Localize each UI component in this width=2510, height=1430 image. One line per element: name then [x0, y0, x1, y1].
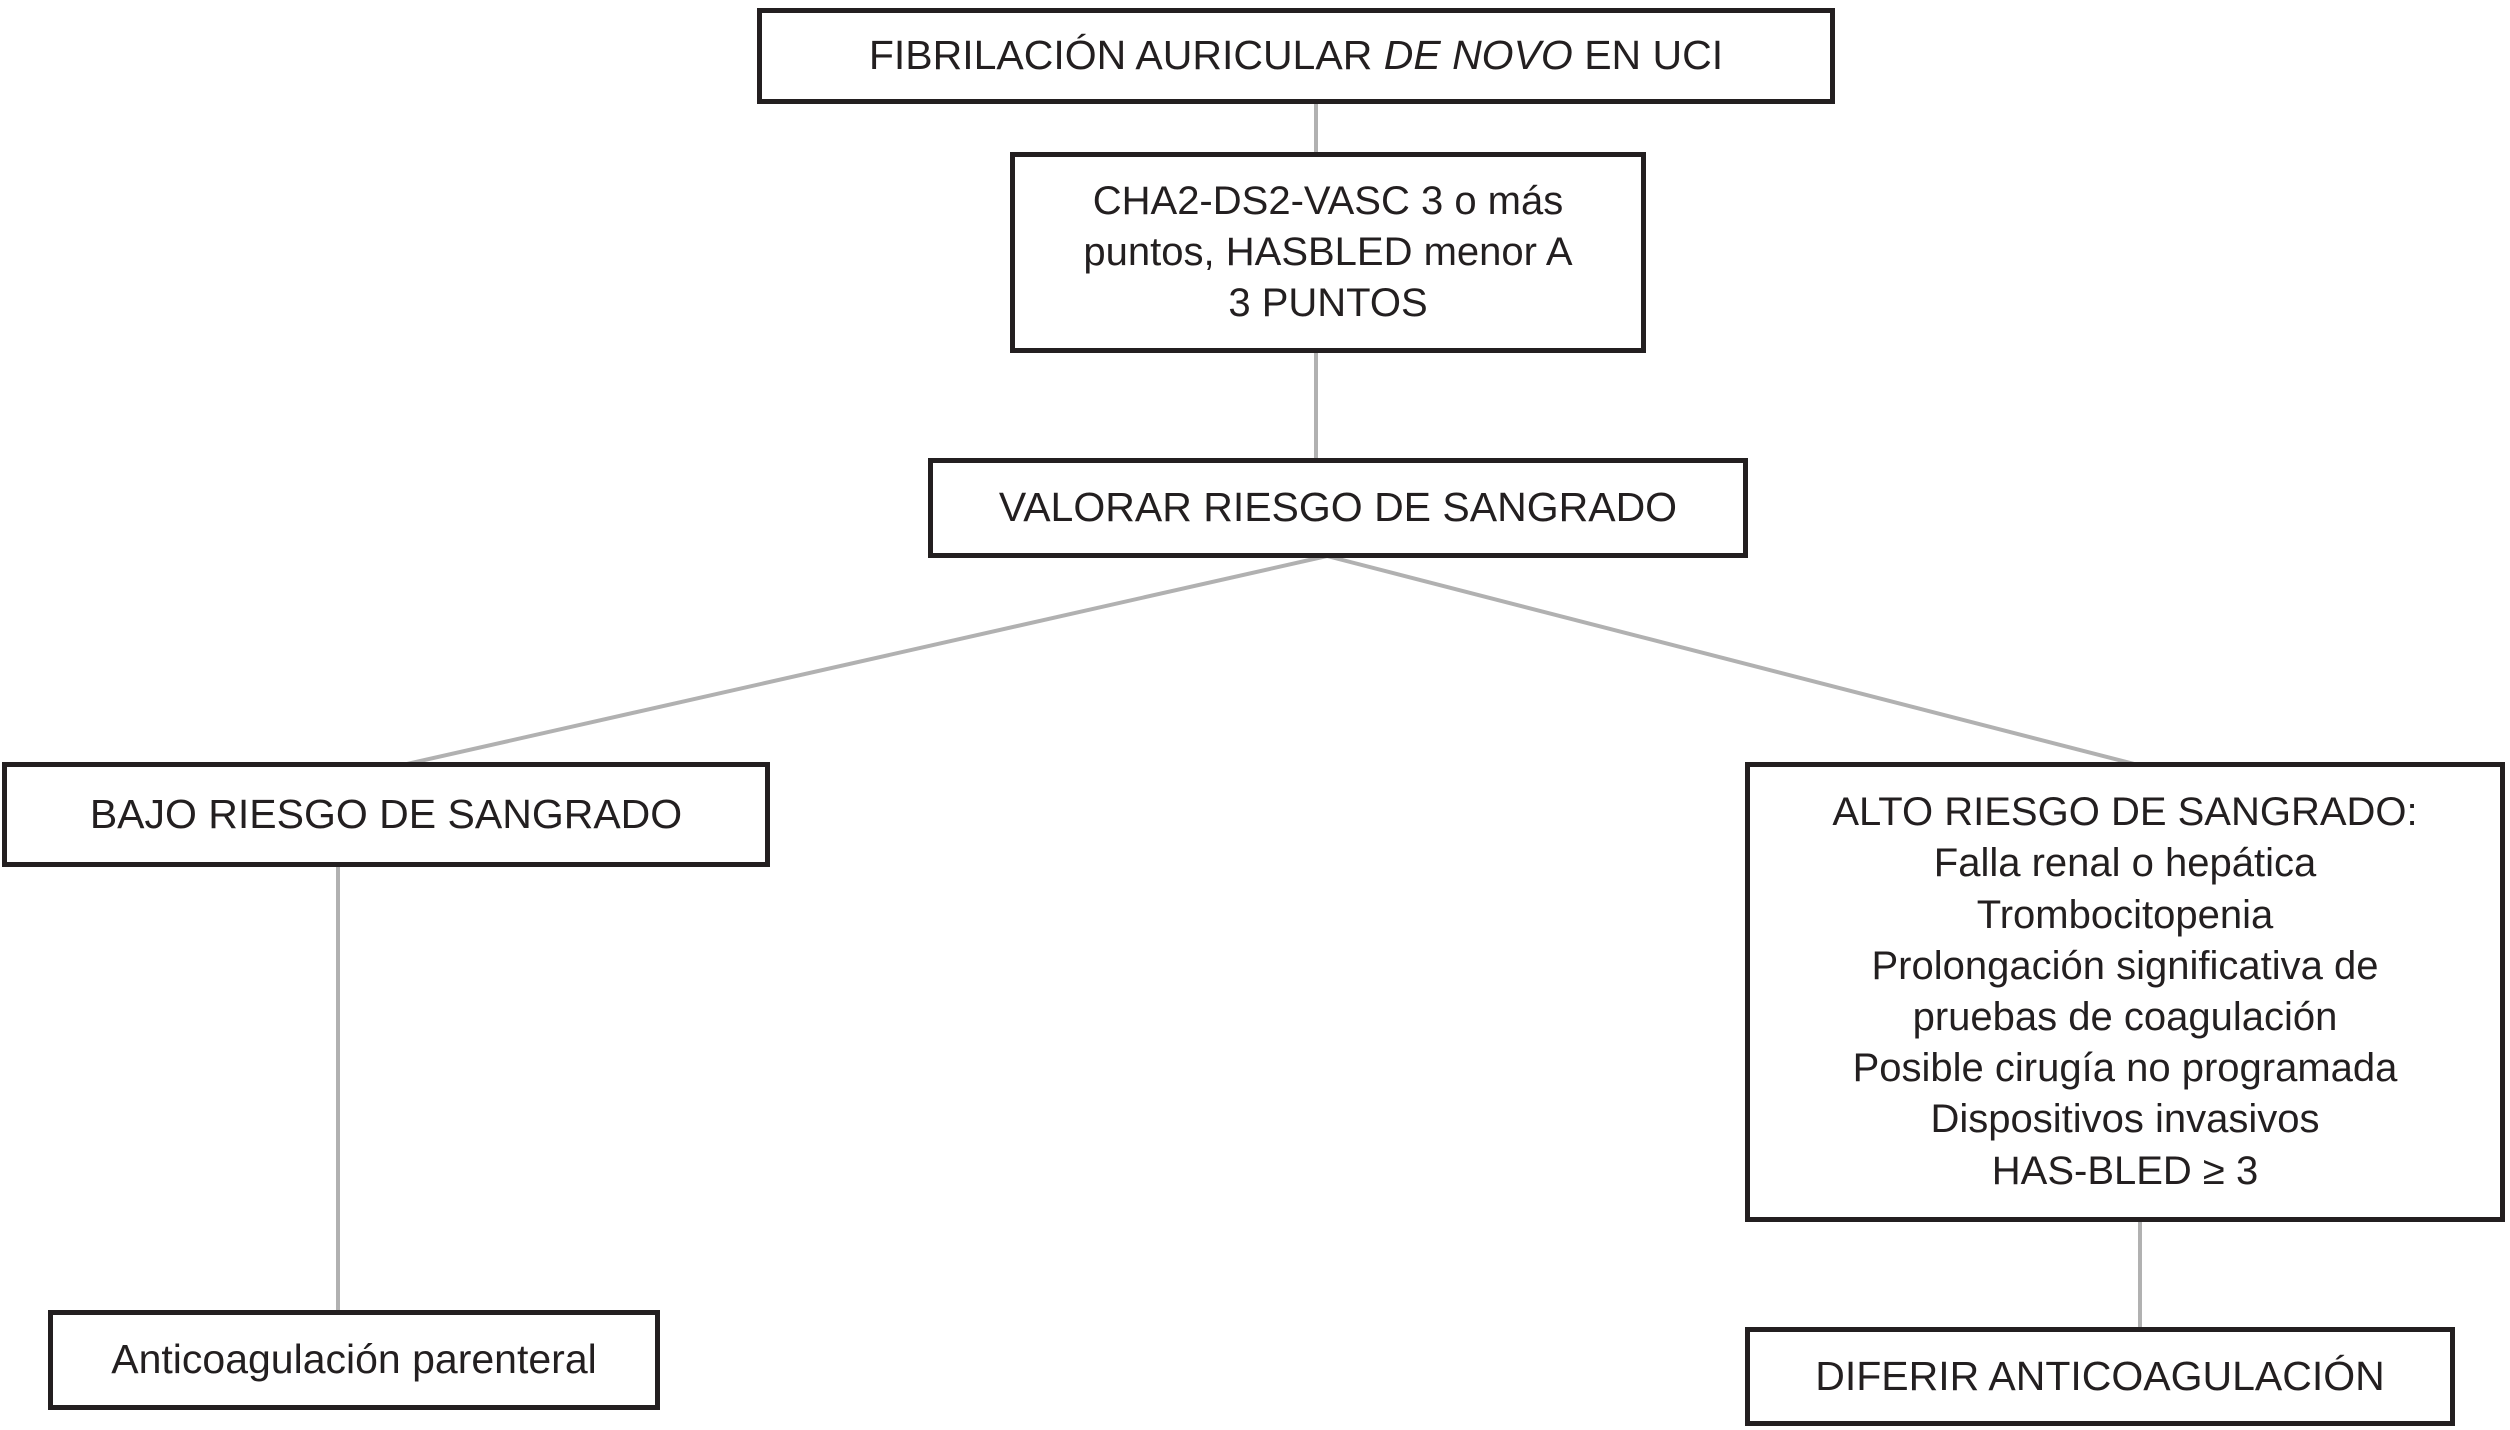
node-high-bleeding-risk-line: Posible cirugía no programada [1852, 1046, 2398, 1091]
connector-title-to-criteria [1314, 104, 1318, 152]
connector-lowrisk-to-parenteral [336, 865, 340, 1312]
node-fibrilacion-title: FIBRILACIÓN AURICULAR DE NOVO EN UCI [757, 8, 1835, 104]
connector-criteria-to-assess [1314, 352, 1318, 458]
node-fibrilacion-label-prefix: FIBRILACIÓN AURICULAR [868, 32, 1384, 79]
connector-assess-to-lowrisk [397, 554, 1328, 768]
node-defer-anticoagulation-label: DIFERIR ANTICOAGULACIÓN [1815, 1352, 2385, 1399]
connector-assess-to-highrisk [1326, 554, 2143, 768]
node-parenteral-anticoagulation-label: Anticoagulación parenteral [111, 1336, 597, 1383]
node-score-criteria-line: 3 PUNTOS [1228, 281, 1428, 326]
node-score-criteria: CHA2-DS2-VASC 3 o más puntos, HASBLED me… [1010, 152, 1646, 353]
node-high-bleeding-risk-line: Trombocitopenia [1976, 892, 2274, 937]
node-low-bleeding-risk: BAJO RIESGO DE SANGRADO [2, 762, 770, 867]
node-score-criteria-line: CHA2-DS2-VASC 3 o más [1092, 178, 1564, 223]
node-score-criteria-line: puntos, HASBLED menor A [1083, 229, 1573, 274]
node-assess-bleeding-risk-label: VALORAR RIESGO DE SANGRADO [998, 484, 1678, 531]
node-high-bleeding-risk-heading: ALTO RIESGO DE SANGRADO: [1832, 790, 2418, 835]
node-low-bleeding-risk-label: BAJO RIESGO DE SANGRADO [89, 790, 683, 837]
node-assess-bleeding-risk: VALORAR RIESGO DE SANGRADO [928, 458, 1748, 558]
node-high-bleeding-risk-line: Prolongación significativa de [1871, 943, 2379, 988]
node-fibrilacion-label: FIBRILACIÓN AURICULAR DE NOVO EN UCI [869, 30, 1723, 81]
node-high-bleeding-risk: ALTO RIESGO DE SANGRADO: Falla renal o h… [1745, 762, 2505, 1222]
node-high-bleeding-risk-line: Falla renal o hepática [1933, 841, 2317, 886]
node-fibrilacion-label-suffix: EN UCI [1572, 32, 1724, 79]
connector-highrisk-to-defer [2138, 1220, 2142, 1327]
node-parenteral-anticoagulation: Anticoagulación parenteral [48, 1310, 660, 1410]
node-high-bleeding-risk-line: HAS-BLED ≥ 3 [1991, 1148, 2259, 1193]
node-high-bleeding-risk-line: pruebas de coagulación [1912, 995, 2338, 1039]
node-high-bleeding-risk-line: Dispositivos invasivos [1930, 1097, 2320, 1142]
node-fibrilacion-label-italic: DE NOVO [1383, 32, 1573, 79]
node-defer-anticoagulation: DIFERIR ANTICOAGULACIÓN [1745, 1327, 2455, 1426]
